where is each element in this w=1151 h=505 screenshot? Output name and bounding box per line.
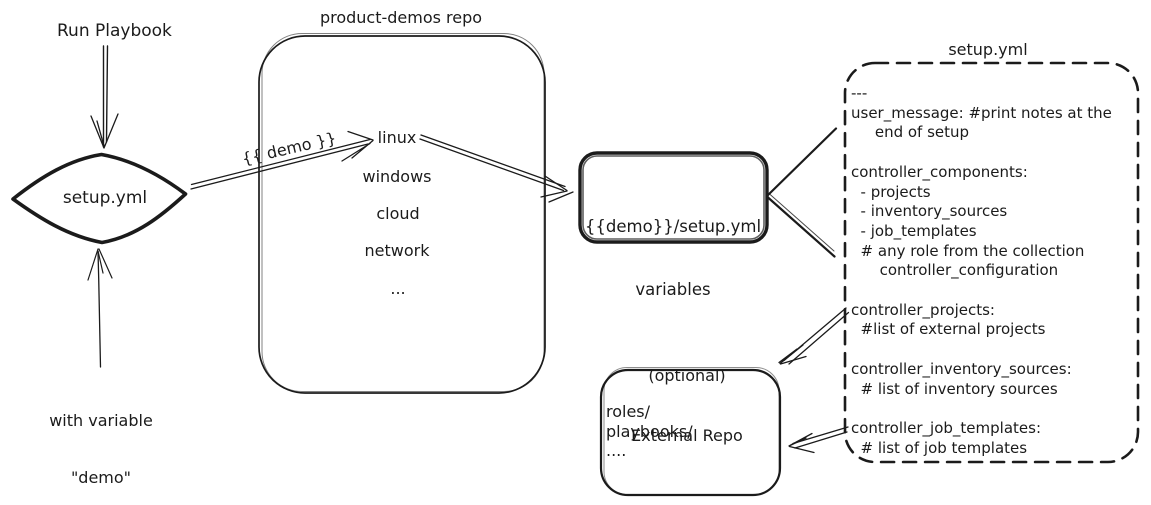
setup-yml-diamond [11, 152, 188, 245]
run-playbook-arrowhead [90, 113, 119, 149]
setup-yml-dashed-box [843, 61, 1140, 464]
demo-arrow [190, 138, 371, 190]
fork-line-bottom-sketch [768, 193, 835, 252]
run-playbook-arrow [102, 45, 109, 148]
with-variable-arrow [97, 250, 102, 368]
fork-line-bottom [766, 196, 836, 258]
with-variable-arrowhead [87, 248, 113, 281]
repo-box-sketch-stroke [261, 33, 545, 392]
repo-title: product-demos repo [319, 8, 483, 27]
variables-box-sketch-stroke [582, 155, 765, 240]
projects-external-arrow [783, 307, 850, 365]
external-repo-box-sketch-stroke [603, 367, 780, 495]
jobtemplates-external-arrow [792, 426, 849, 449]
setup-yml-title: setup.yml [948, 40, 1028, 59]
external-repo-content: roles/ playbooks/ .... [606, 402, 693, 460]
projects-external-arrowhead [778, 344, 807, 365]
demo-arrowhead [341, 130, 374, 162]
repo-item-windows: windows [362, 167, 432, 186]
with-variable-line1: with variable [49, 411, 153, 430]
external-repo-title-line2: External Repo [631, 426, 743, 445]
with-variable-caption: with variable "demo" [49, 372, 153, 505]
linux-variables-arrow [419, 134, 566, 192]
variables-box-line1: {{demo}}/setup.yml [584, 217, 762, 236]
variables-box-line2: variables [635, 280, 711, 299]
repo-item-cloud: cloud [376, 204, 420, 223]
setup-yml-content: --- user_message: #print notes at the en… [851, 84, 1112, 457]
diamond-label: setup.yml [62, 188, 148, 208]
external-repo-title-line1: (optional) [648, 366, 726, 385]
with-variable-line2: "demo" [70, 468, 132, 487]
repo-item-ellipsis: ... [390, 279, 406, 298]
external-repo-title: (optional) External Repo [631, 326, 743, 486]
variables-box-label: {{demo}}/setup.yml variables [585, 174, 761, 342]
jobtemplates-external-arrowhead [788, 432, 815, 454]
repo-item-network: network [364, 241, 430, 260]
linux-variables-arrowhead [540, 175, 574, 203]
repo-item-linux: linux [377, 128, 417, 147]
run-playbook-label: Run Playbook [57, 21, 172, 41]
fork-line-top [765, 127, 838, 198]
repo-box [258, 35, 546, 394]
